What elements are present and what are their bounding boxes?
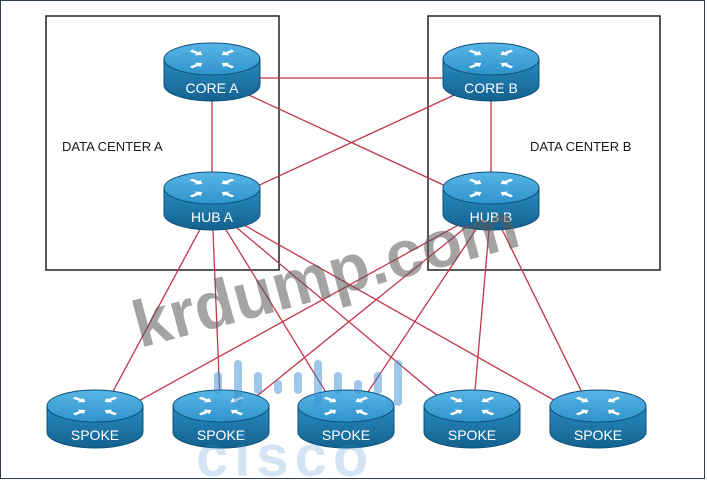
link-hub-b-spoke-2	[220, 206, 492, 426]
routers-layer: CORE A CORE B HUB A HUB B SPOKE SPOKE SPOKE SPO…	[46, 42, 647, 449]
router-spoke-3: SPOKE	[297, 389, 395, 449]
router-core-a: CORE A	[163, 42, 261, 102]
router-icon	[442, 171, 540, 231]
link-hub-a-spoke-5	[211, 206, 599, 426]
router-label-hub-b: HUB B	[470, 209, 513, 225]
data-center-b-label: DATA CENTER B	[530, 139, 631, 154]
router-label-core-b: CORE B	[464, 80, 518, 96]
link-hub-a-spoke-4	[211, 206, 473, 426]
router-label-spoke-5: SPOKE	[574, 427, 622, 443]
link-hub-a-spoke-1	[94, 206, 213, 426]
router-hub-a: HUB A	[163, 171, 261, 231]
router-label-spoke-2: SPOKE	[197, 427, 245, 443]
cisco-logo-watermark: cisco	[196, 360, 402, 481]
router-label-core-a: CORE A	[186, 80, 240, 96]
data-center-a-label: DATA CENTER A	[62, 139, 163, 154]
router-icon	[549, 389, 647, 449]
link-hub-a-spoke-3	[211, 206, 347, 426]
router-spoke-5: SPOKE	[549, 389, 647, 449]
router-spoke-2: SPOKE	[172, 389, 270, 449]
router-label-spoke-4: SPOKE	[448, 427, 496, 443]
link-hub-b-spoke-3	[345, 206, 492, 426]
data-center-b-box	[427, 15, 661, 271]
router-label-spoke-1: SPOKE	[71, 427, 119, 443]
link-hub-b-spoke-1	[94, 206, 492, 426]
router-icon	[172, 389, 270, 449]
router-spoke-4: SPOKE	[423, 389, 521, 449]
router-label-spoke-3: SPOKE	[322, 427, 370, 443]
cisco-wordmark: cisco	[196, 424, 374, 481]
router-icon	[163, 171, 261, 231]
router-icon	[46, 389, 144, 449]
router-icon	[163, 42, 261, 102]
data-center-a-box	[45, 15, 280, 271]
router-core-b: CORE B	[442, 42, 540, 102]
link-hub-b-spoke-4	[471, 206, 492, 426]
router-hub-b: HUB B	[442, 171, 540, 231]
link-hub-b-spoke-5	[490, 206, 599, 426]
router-icon	[442, 42, 540, 102]
router-icon	[423, 389, 521, 449]
router-spoke-1: SPOKE	[46, 389, 144, 449]
router-label-hub-a: HUB A	[191, 209, 234, 225]
